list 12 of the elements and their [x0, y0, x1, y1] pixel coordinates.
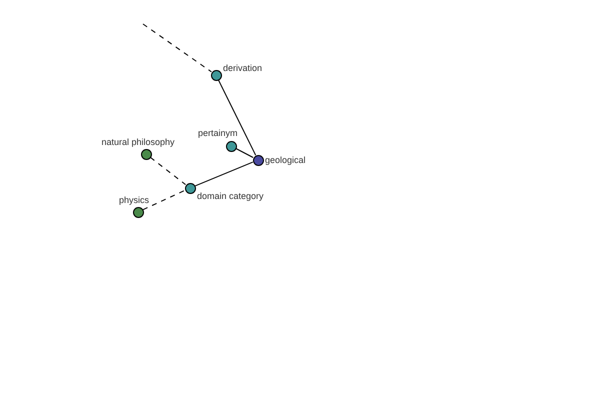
node-label: natural philosophy [102, 137, 175, 148]
connector-line [194, 162, 254, 186]
dashed-connector-line [142, 190, 186, 210]
node-label: geological [265, 155, 306, 166]
node-label: pertainym [198, 128, 238, 139]
connector-line [218, 79, 256, 156]
connector-line [235, 148, 254, 158]
node-label: domain category [197, 191, 264, 202]
node-label: physics [119, 195, 150, 206]
dashed-connector-line [142, 24, 212, 72]
node-label: derivation [223, 63, 262, 74]
dashed-connector-line [150, 156, 186, 186]
